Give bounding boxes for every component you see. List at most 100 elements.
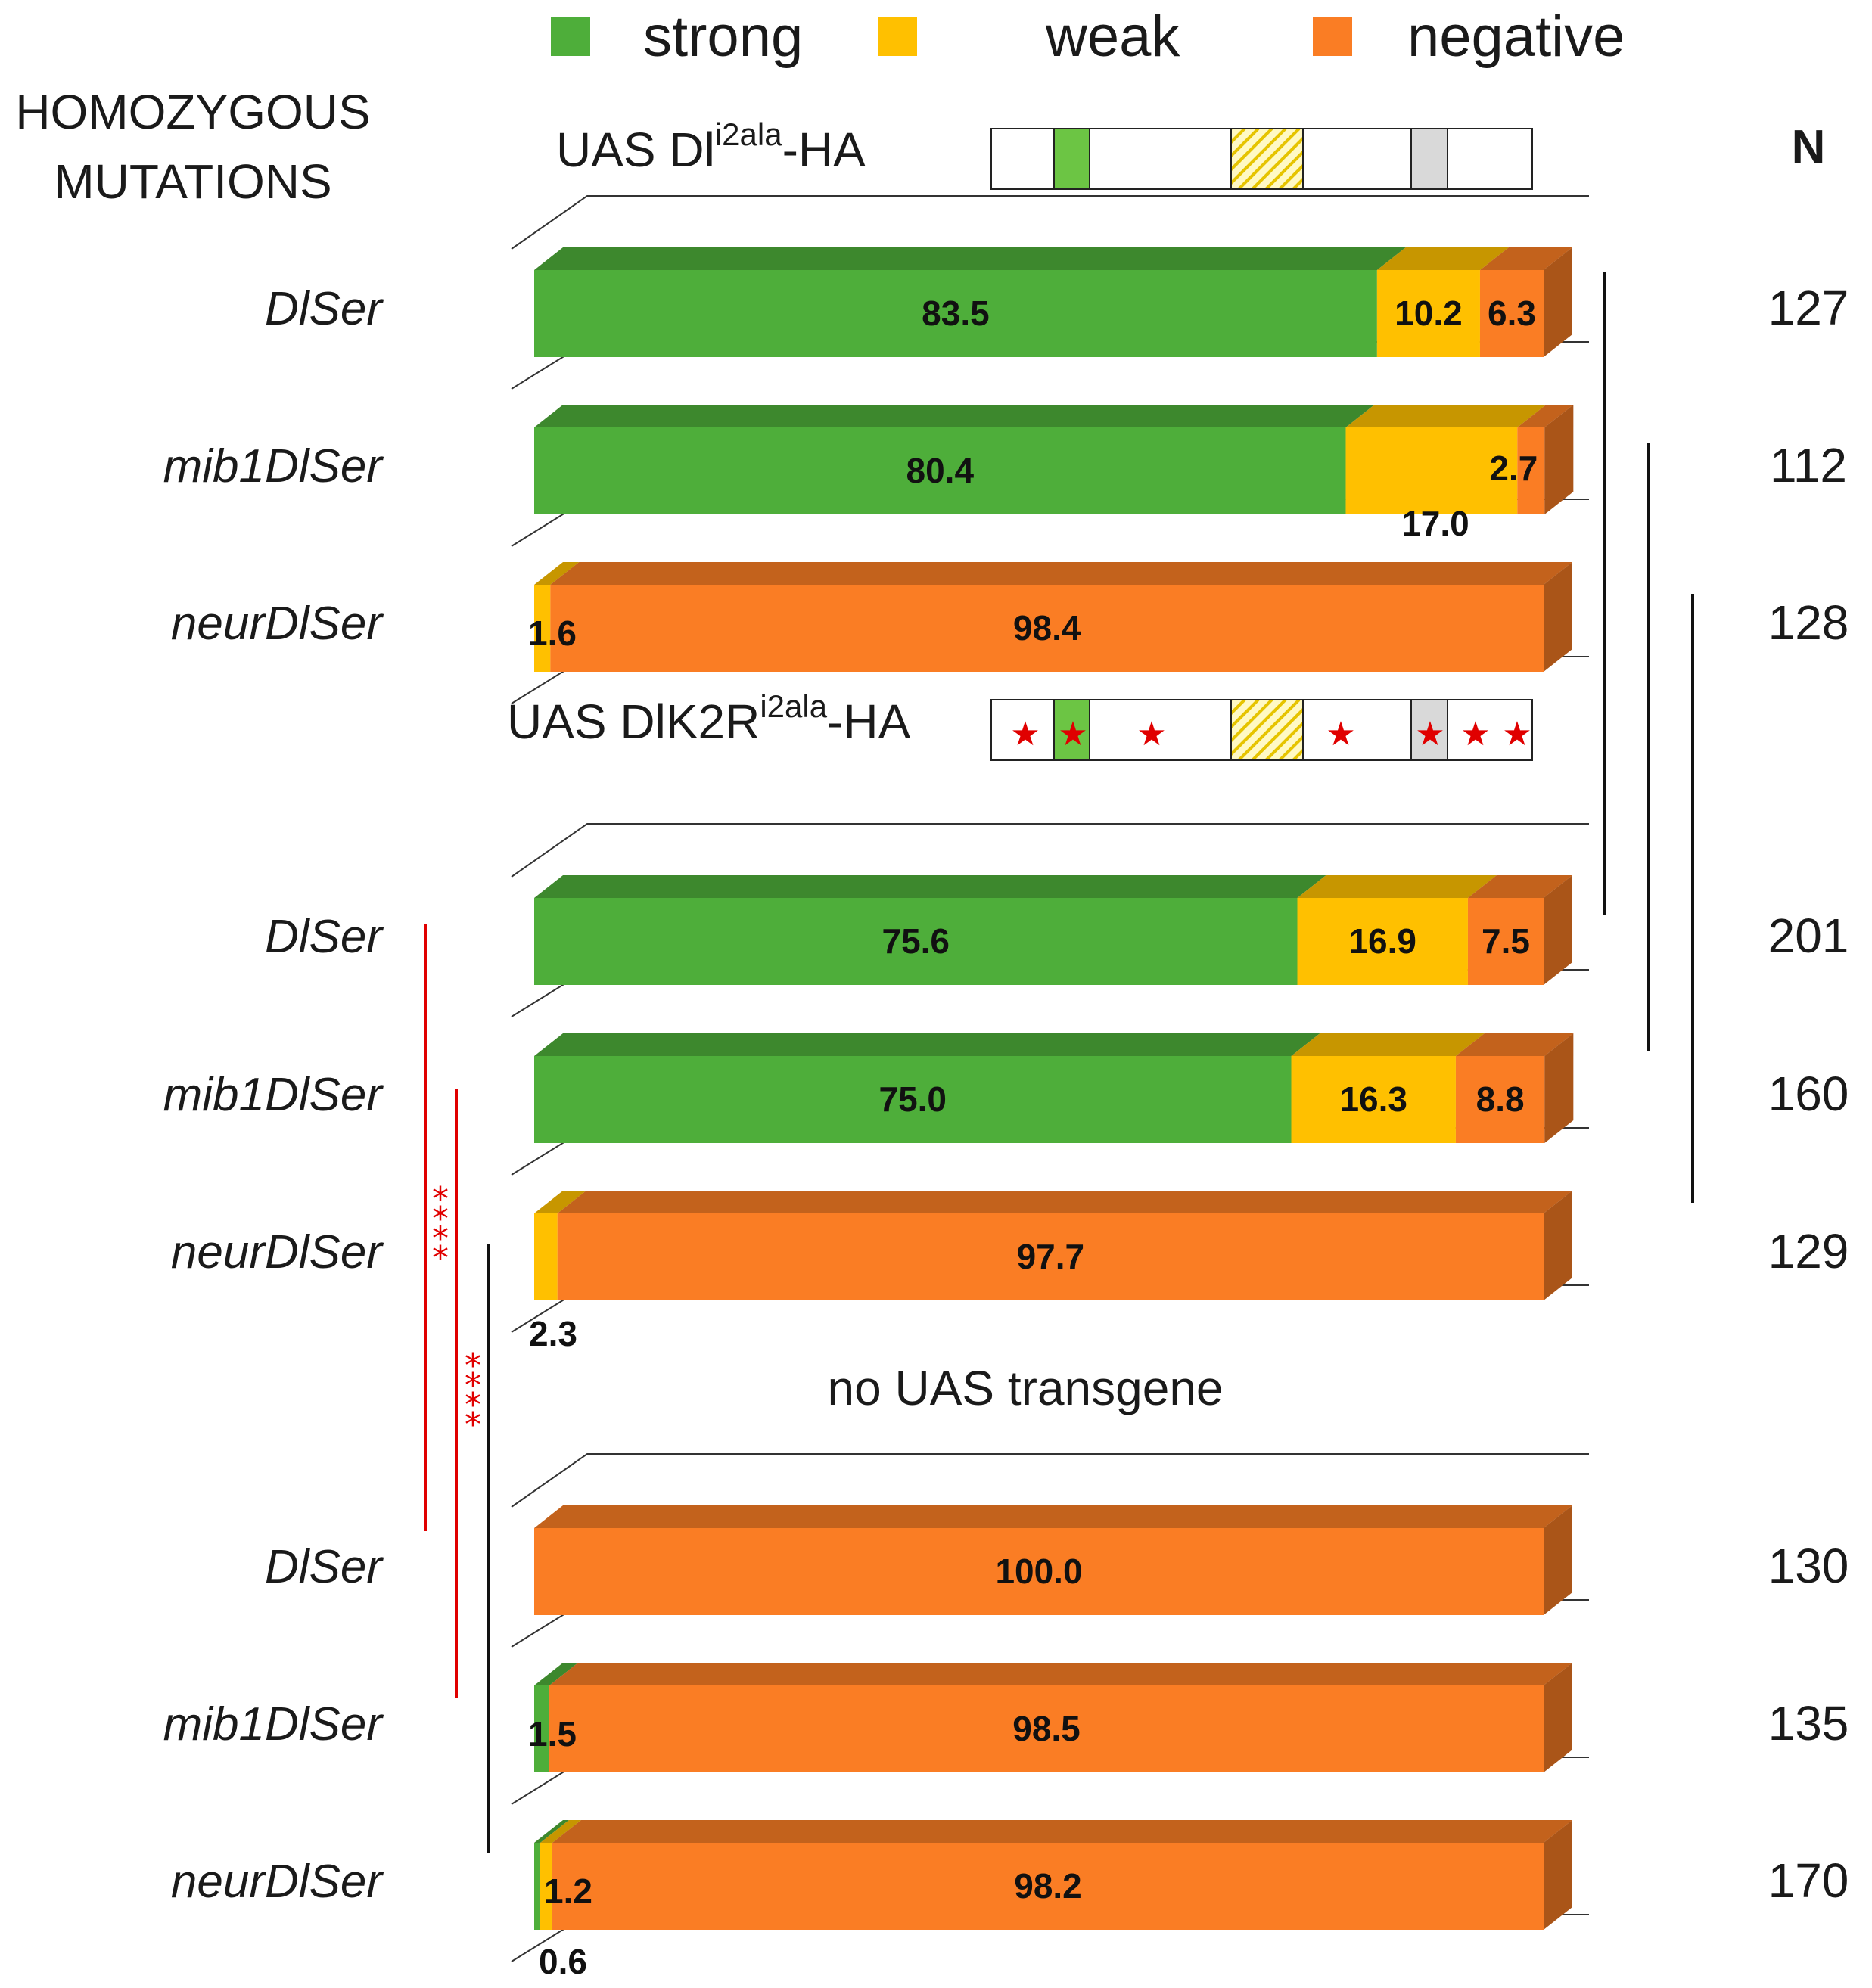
group-title-0: UAS Dli2ala-HA — [556, 116, 866, 177]
n-value: 201 — [1768, 909, 1849, 963]
value-label-strong: 75.0 — [878, 1079, 947, 1119]
value-label-negative: 2.7 — [1489, 449, 1538, 488]
legend-swatch-strong — [551, 17, 590, 56]
bar-segment-negative — [1517, 427, 1545, 514]
construct-grey-domain — [1410, 128, 1448, 190]
bar-top-weak — [1291, 1033, 1485, 1056]
construct-hatch-line — [1237, 129, 1301, 188]
value-label-negative: 98.5 — [1012, 1709, 1081, 1748]
significance-label: **** — [465, 1347, 481, 1444]
construct-star: ★ — [1326, 715, 1355, 753]
bar-top-strong — [534, 405, 1375, 427]
bar-top-strong — [534, 1820, 570, 1843]
construct-hatch-line — [1232, 129, 1287, 185]
bar-top-strong — [534, 1663, 579, 1685]
value-label-strong: 80.4 — [906, 451, 975, 490]
construct-hatch-line — [1232, 129, 1260, 157]
group-title-main: UAS Dl — [556, 123, 715, 177]
bar-side-negative — [1544, 562, 1572, 672]
value-label-strong: 83.5 — [922, 294, 990, 333]
value-label-negative: 98.2 — [1014, 1866, 1082, 1906]
bar-side-negative — [1544, 1820, 1572, 1930]
construct-hatch-line — [1251, 137, 1302, 188]
group-title-2: no UAS transgene — [828, 1361, 1224, 1415]
bar-segment-weak — [1291, 1056, 1456, 1143]
value-label-negative: 8.8 — [1476, 1079, 1525, 1119]
value-label-negative: 97.7 — [1017, 1237, 1085, 1276]
row-label: DlSer — [265, 283, 384, 335]
group-title-main: UAS DlK2R — [507, 694, 760, 749]
construct-grey-domain — [1410, 699, 1448, 761]
row-axis-title-line1: HOMOZYGOUS — [15, 85, 370, 139]
construct-star: ★ — [1058, 715, 1087, 753]
row-axis-title-line2: MUTATIONS — [54, 154, 331, 209]
construct-star: ★ — [1460, 715, 1490, 753]
bar-top-negative — [1467, 875, 1572, 898]
plot-back-wall — [511, 823, 1589, 878]
bar-top-weak — [534, 1191, 586, 1213]
bar-top-strong — [534, 1033, 1320, 1056]
row-label: DlSer — [265, 1541, 384, 1593]
legend-label-strong: strong — [643, 5, 803, 69]
value-label-negative: 6.3 — [1488, 294, 1536, 333]
row-label: neurDlSer — [171, 598, 384, 650]
value-label-weak: 16.9 — [1348, 921, 1416, 961]
value-label-strong: 0.6 — [539, 1942, 587, 1981]
bar-segment-negative — [557, 1213, 1544, 1300]
n-value: 160 — [1768, 1067, 1849, 1121]
construct-green-domain — [1053, 128, 1090, 190]
bar-top-negative — [1455, 1033, 1574, 1056]
n-value: 130 — [1768, 1539, 1849, 1593]
bar-top-negative — [1517, 405, 1574, 427]
legend-label-weak: weak — [1045, 5, 1180, 69]
n-value: 170 — [1768, 1853, 1849, 1908]
bar-side-negative — [1544, 405, 1574, 514]
bar-top-weak — [534, 562, 580, 585]
row-label: DlSer — [265, 911, 384, 963]
value-label-weak: 2.3 — [529, 1314, 577, 1353]
bar-side-negative — [1544, 1191, 1572, 1300]
bar-top-negative — [534, 1505, 1572, 1528]
n-value: 128 — [1768, 595, 1849, 650]
legend-swatch-weak — [878, 17, 917, 56]
construct-hatch-line — [1232, 700, 1246, 715]
construct-hatch-line — [1232, 129, 1246, 144]
bar-top-negative — [552, 1820, 1573, 1843]
bar-segment-weak — [1297, 898, 1468, 985]
bar-segment-strong — [534, 270, 1377, 357]
construct-star: ★ — [1415, 715, 1444, 753]
legend-swatch-negative — [1313, 17, 1352, 56]
construct-hatch-line — [1232, 129, 1273, 171]
group-title-suffix: -HA — [782, 123, 866, 177]
bar-segment-weak — [1345, 427, 1518, 514]
construct-star: ★ — [1502, 715, 1531, 753]
bar-side-negative — [1544, 1505, 1572, 1615]
bar-top-negative — [557, 1191, 1572, 1213]
bar-segment-weak — [534, 585, 551, 672]
construct-hatch-line — [1232, 700, 1260, 728]
significance-label: **** — [432, 1180, 449, 1278]
value-label-negative: 7.5 — [1482, 921, 1530, 961]
bar-segment-negative — [552, 1843, 1544, 1930]
construct-green-domain — [1053, 699, 1090, 761]
construct-hatch-line — [1264, 722, 1302, 759]
bar-top-weak — [540, 1820, 582, 1843]
bar-top-negative — [550, 562, 1572, 585]
plot-back-wall — [511, 195, 1589, 250]
construct-hatch-line — [1232, 700, 1287, 756]
bar-side-negative — [1544, 1033, 1574, 1143]
plot-back-wall — [511, 1453, 1589, 1508]
bar-segment-negative — [1455, 1056, 1545, 1143]
bar-segment-strong — [534, 1843, 541, 1930]
bar-segment-strong — [534, 1685, 550, 1772]
bar-segment-negative — [1479, 270, 1544, 357]
n-value: 127 — [1768, 281, 1849, 335]
bar-top-weak — [1376, 247, 1509, 270]
bar-side-negative — [1544, 247, 1572, 357]
n-value: 112 — [1770, 438, 1847, 492]
bar-segment-strong — [534, 898, 1298, 985]
bar-segment-strong — [534, 1056, 1292, 1143]
value-label-negative: 98.4 — [1013, 608, 1081, 648]
construct-hatch-line — [1264, 151, 1302, 188]
